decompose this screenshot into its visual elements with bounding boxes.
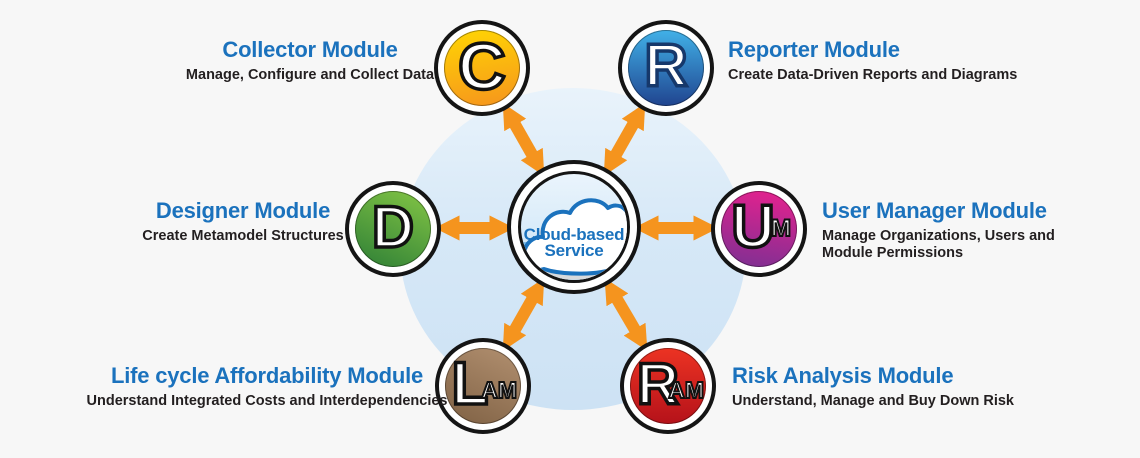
arrow-hub-collector [502,103,545,176]
risk-analysis-module-text: Risk Analysis Module Understand, Manage … [732,363,1072,410]
user-manager-module-title: User Manager Module [822,198,1047,223]
lifecycle-affordability-letter: L [450,350,490,417]
reporter-module-text: Reporter Module Create Data-Driven Repor… [728,37,1068,84]
reporter-module-subtitle: Create Data-Driven Reports and Diagrams [728,67,1018,83]
risk-analysis-module-subtitle: Understand, Manage and Buy Down Risk [732,393,1014,409]
reporter-icon-disc: R [628,30,704,106]
reporter-letter: R [643,32,690,99]
collector-icon-disc: C [444,30,520,106]
lifecycle-affordability-letter-suffix: AM [480,377,518,403]
designer-letter: D [370,194,415,260]
collector-module-subtitle: Manage, Configure and Collect Data [185,67,435,83]
user-manager-letter: U [730,193,777,260]
reporter-module-icon: R [618,20,714,116]
lifecycle-affordability-module-text: Life cycle Affordability Module Understa… [77,363,457,410]
risk-analysis-module-icon: R AM [620,338,716,434]
designer-module-text: Designer Module Create Metamodel Structu… [83,198,403,245]
lifecycle-affordability-icon-disc: L AM [445,348,521,424]
user-manager-module-text: User Manager Module Manage Organizations… [822,198,1122,262]
risk-analysis-letter: R [635,351,680,417]
hub-label-line1: Cloud-based [523,225,625,244]
designer-module-icon: D [345,181,441,277]
arrow-hub-ram [604,278,648,351]
designer-module-subtitle: Create Metamodel Structures [142,228,344,244]
collector-module-title: Collector Module [222,37,398,62]
hub-label: Cloud-based Service [521,225,627,260]
hub-inner-disc: Cloud-based Service [518,171,630,283]
risk-analysis-module-title: Risk Analysis Module [732,363,954,388]
lifecycle-affordability-module-title: Life cycle Affordability Module [110,363,424,388]
collector-module-text: Collector Module Manage, Configure and C… [150,37,470,84]
cloud-service-hub: Cloud-based Service [507,160,641,294]
hub-label-line2: Service [544,240,604,260]
reporter-module-title: Reporter Module [728,37,900,62]
risk-analysis-letter-suffix: AM [667,377,705,403]
arrow-hub-lam [502,278,545,351]
lifecycle-affordability-module-subtitle: Understand Integrated Costs and Interdep… [86,393,448,409]
user-manager-icon-disc: U M [721,191,797,267]
designer-module-title: Designer Module [155,198,331,223]
designer-icon-disc: D [355,191,431,267]
user-manager-letter-suffix: M [770,215,792,242]
lifecycle-affordability-module-icon: L AM [435,338,531,434]
user-manager-module-subtitle: Manage Organizations, Users and Module P… [822,228,1055,261]
collector-module-icon: C [434,20,530,116]
user-manager-module-icon: U M [711,181,807,277]
cloud-icon [521,198,627,280]
collector-letter: C [456,29,507,103]
arrow-hub-reporter [603,103,646,176]
risk-analysis-icon-disc: R AM [630,348,706,424]
